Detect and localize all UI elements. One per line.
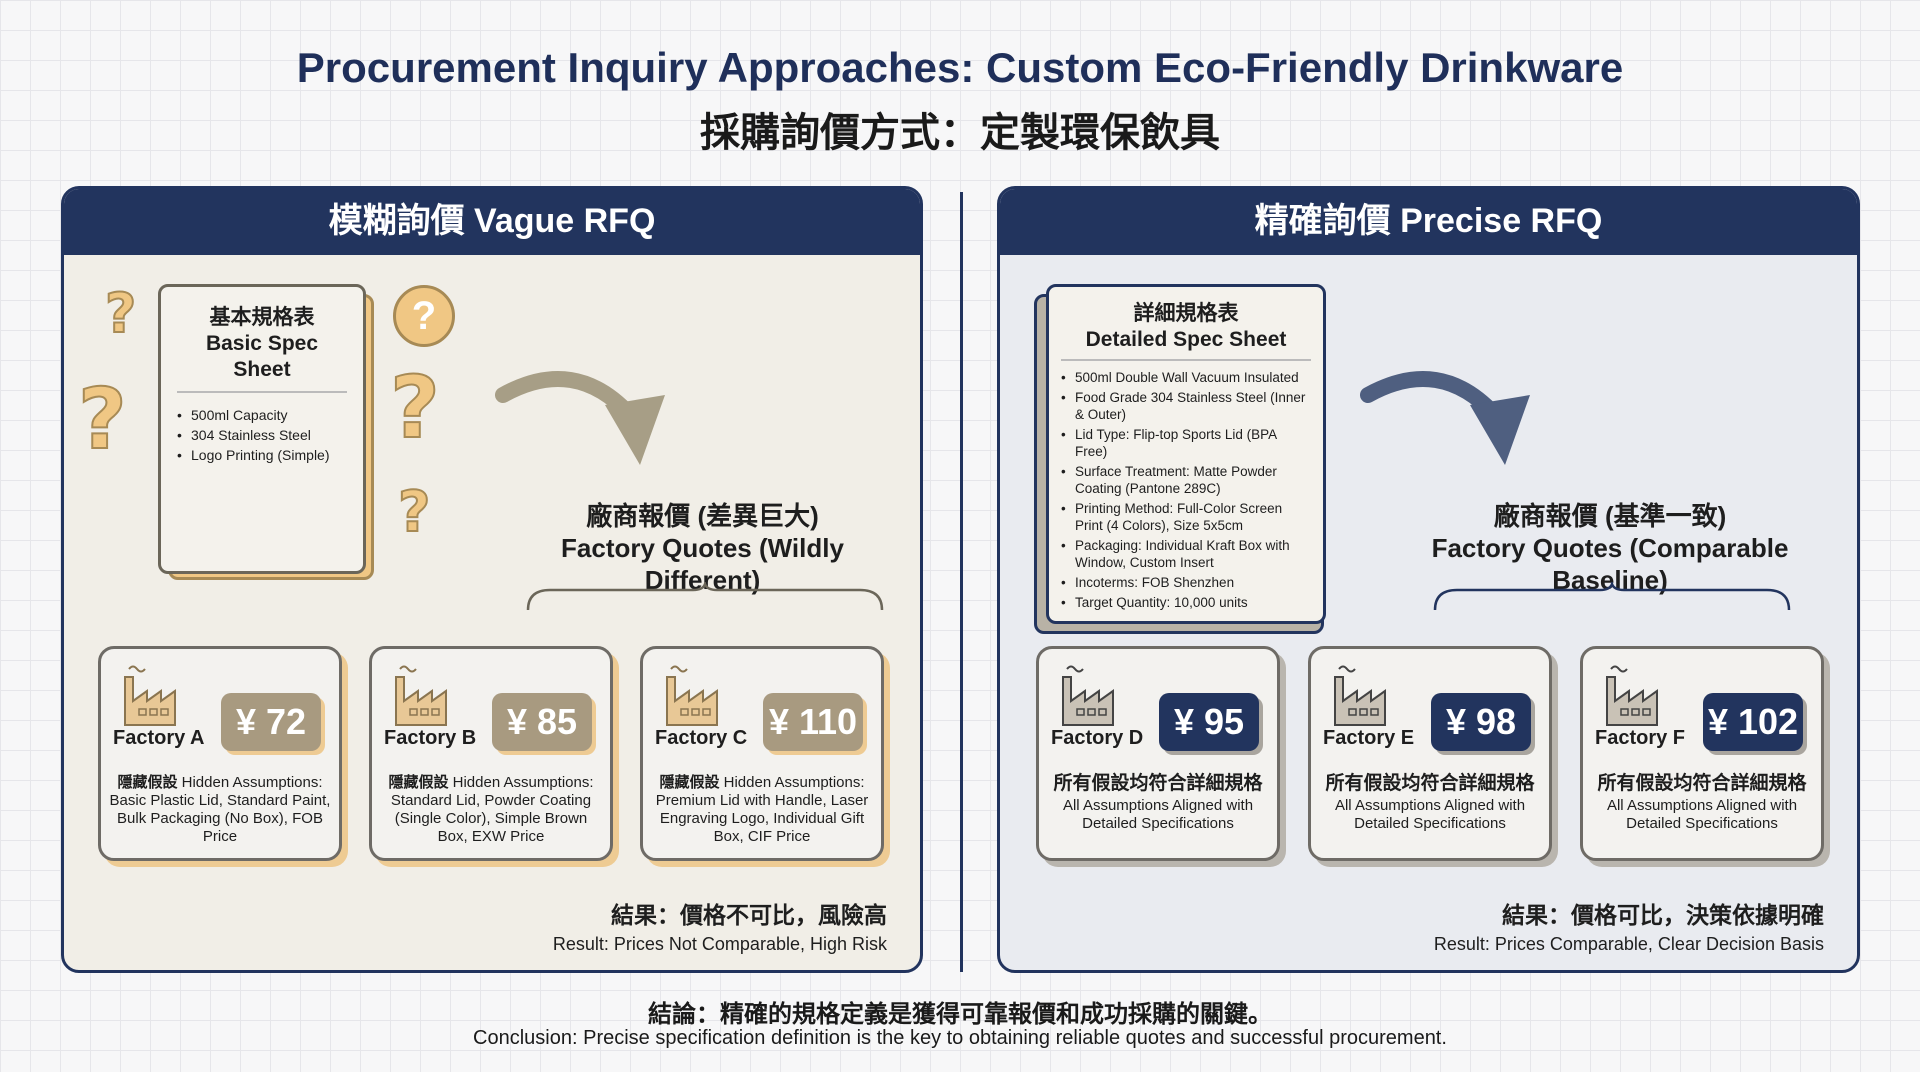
factory-description: 隱藏假設 Hidden Assumptions: Premium Lid wit… bbox=[649, 774, 875, 846]
result-zh: 結果：價格不可比，風險高 bbox=[611, 902, 887, 928]
spec-item: Target Quantity: 10,000 units bbox=[1061, 594, 1311, 611]
factory-icon bbox=[1059, 663, 1123, 734]
sheet-title-en: Basic Spec Sheet bbox=[205, 332, 319, 381]
quotes-title-zh: 廠商報價 (基準一致) bbox=[1493, 501, 1727, 531]
factory-description: 隱藏假設 Hidden Assumptions: Standard Lid, P… bbox=[378, 774, 604, 846]
price-badge: ¥ 95 bbox=[1159, 693, 1259, 751]
spec-item: Food Grade 304 Stainless Steel (Inner & … bbox=[1061, 389, 1311, 423]
label-zh: 所有假設均符合詳細規格 bbox=[1597, 773, 1807, 794]
result-en: Result: Prices Not Comparable, High Risk bbox=[552, 934, 887, 954]
factory-card: Factory E ¥ 98 所有假設均符合詳細規格 All Assumptions … bbox=[1308, 646, 1552, 861]
price-badge: ¥ 102 bbox=[1703, 693, 1803, 751]
label-zh: 隱藏假設 bbox=[117, 774, 178, 791]
factory-card: Factory C ¥ 110 隱藏假設 Hidden Assumptions: P… bbox=[640, 646, 884, 861]
sheet-title-en: Detailed Spec Sheet bbox=[1085, 328, 1287, 351]
assumptions-text: Hidden Assumptions: Basic Plastic Lid, S… bbox=[109, 774, 331, 845]
question-mark-icon: ? bbox=[77, 369, 128, 469]
spec-item: Surface Treatment: Matte Powder Coating … bbox=[1061, 463, 1311, 497]
divider bbox=[960, 192, 963, 972]
title-en: Procurement Inquiry Approaches: Custom E… bbox=[296, 44, 1624, 91]
factory-name: Factory B bbox=[384, 727, 477, 749]
spec-item: 500ml Double Wall Vacuum Insulated bbox=[1061, 369, 1311, 386]
factory-card: Factory D ¥ 95 所有假設均符合詳細規格 All Assumptions … bbox=[1036, 646, 1280, 861]
question-mark-icon: ? bbox=[104, 281, 137, 346]
price-badge: ¥ 110 bbox=[763, 693, 863, 751]
sheet-title-zh: 基本規格表 bbox=[209, 306, 315, 329]
precise-header: 精確詢價 Precise RFQ bbox=[1000, 189, 1857, 255]
question-mark-icon: ? bbox=[397, 479, 432, 546]
factory-icon bbox=[663, 663, 727, 734]
factory-name: Factory F bbox=[1595, 727, 1686, 749]
assumptions-text: All Assumptions Aligned with Detailed Sp… bbox=[1062, 797, 1254, 832]
curved-arrow-icon bbox=[495, 371, 665, 465]
spec-item: 500ml Capacity bbox=[177, 407, 347, 424]
title-zh: 採購詢價方式：定製環保飲具 bbox=[700, 111, 1220, 155]
question-mark-icon: ? bbox=[389, 357, 441, 459]
brace-icon bbox=[1433, 582, 1791, 611]
spec-item: 304 Stainless Steel bbox=[177, 427, 347, 444]
spec-item: Logo Printing (Simple) bbox=[177, 447, 347, 464]
assumptions-text: All Assumptions Aligned with Detailed Sp… bbox=[1606, 797, 1798, 832]
quotes-title-zh: 廠商報價 (差異巨大) bbox=[586, 501, 819, 531]
spec-item: Incoterms: FOB Shenzhen bbox=[1061, 574, 1311, 591]
label-zh: 所有假設均符合詳細規格 bbox=[1053, 773, 1263, 794]
basic-spec-sheet: 基本規格表 Basic Spec Sheet 500ml Capacity 30… bbox=[158, 284, 366, 574]
assumptions-text: Hidden Assumptions: Premium Lid with Han… bbox=[655, 774, 869, 845]
sheet-title-zh: 詳細規格表 bbox=[1133, 302, 1239, 325]
factory-card: Factory F ¥ 102 所有假設均符合詳細規格 All Assumptions… bbox=[1580, 646, 1824, 861]
factory-name: Factory D bbox=[1051, 727, 1144, 749]
vague-header: 模糊詢價 Vague RFQ bbox=[64, 189, 920, 255]
factory-name: Factory E bbox=[1323, 727, 1415, 749]
result-zh: 結果：價格可比，決策依據明確 bbox=[1502, 902, 1824, 928]
quotes-title-en: Factory Quotes (Wildly Different) bbox=[561, 533, 844, 595]
result-en: Result: Prices Comparable, Clear Decisio… bbox=[1433, 934, 1824, 954]
factory-name: Factory A bbox=[113, 727, 205, 749]
label-zh: 隱藏假設 bbox=[388, 774, 449, 791]
brace-icon bbox=[526, 582, 884, 611]
question-bubble-icon: ? bbox=[393, 285, 455, 347]
conclusion-zh: 結論：精確的規格定義是獲得可靠報價和成功採購的關鍵。 bbox=[648, 1001, 1272, 1028]
vague-result: 結果：價格不可比，風險高 Result: Prices Not Comparab… bbox=[553, 896, 887, 955]
conclusion-en: Conclusion: Precise specification defini… bbox=[473, 1027, 1447, 1049]
factory-icon bbox=[392, 663, 456, 734]
factory-icon bbox=[1331, 663, 1395, 734]
factory-description: 所有假設均符合詳細規格 All Assumptions Aligned with … bbox=[1317, 771, 1543, 833]
assumptions-text: All Assumptions Aligned with Detailed Sp… bbox=[1334, 797, 1526, 832]
factory-card: Factory B ¥ 85 隱藏假設 Hidden Assumptions: St… bbox=[369, 646, 613, 861]
factory-card: Factory A ¥ 72 隱藏假設 Hidden Assumptions: Ba… bbox=[98, 646, 342, 861]
detailed-spec-sheet: 詳細規格表 Detailed Spec Sheet 500ml Double W… bbox=[1046, 284, 1326, 624]
price-badge: ¥ 72 bbox=[221, 693, 321, 751]
price-badge: ¥ 85 bbox=[492, 693, 592, 751]
factory-description: 隱藏假設 Hidden Assumptions: Basic Plastic L… bbox=[107, 774, 333, 846]
factory-description: 所有假設均符合詳細規格 All Assumptions Aligned with … bbox=[1045, 771, 1271, 833]
spec-item: Lid Type: Flip-top Sports Lid (BPA Free) bbox=[1061, 426, 1311, 460]
precise-result: 結果：價格可比，決策依據明確 Result: Prices Comparable… bbox=[1434, 896, 1824, 955]
price-badge: ¥ 98 bbox=[1431, 693, 1531, 751]
spec-item: Packaging: Individual Kraft Box with Win… bbox=[1061, 537, 1311, 571]
label-zh: 所有假設均符合詳細規格 bbox=[1325, 773, 1535, 794]
curved-arrow-icon bbox=[1360, 371, 1530, 465]
factory-description: 所有假設均符合詳細規格 All Assumptions Aligned with … bbox=[1589, 771, 1815, 833]
factory-name: Factory C bbox=[655, 727, 748, 749]
factory-icon bbox=[1603, 663, 1667, 734]
label-zh: 隱藏假設 bbox=[659, 774, 720, 791]
assumptions-text: Hidden Assumptions: Standard Lid, Powder… bbox=[390, 774, 594, 845]
spec-item: Printing Method: Full-Color Screen Print… bbox=[1061, 500, 1311, 534]
factory-icon bbox=[121, 663, 185, 734]
